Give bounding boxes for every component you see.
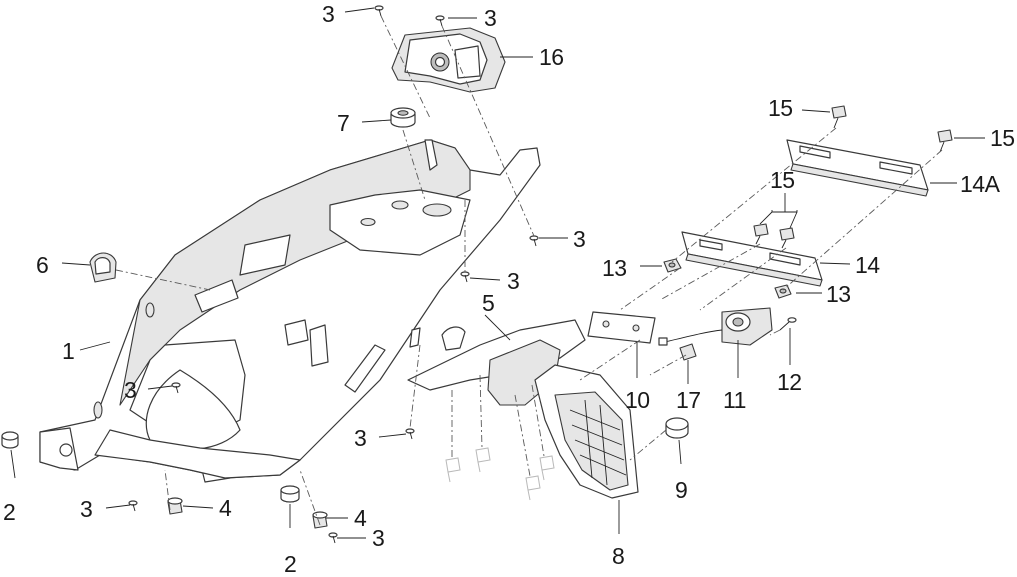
- callout-11: 11: [723, 387, 746, 413]
- part-12-screw: [779, 317, 797, 331]
- callout-12: 12: [777, 369, 802, 395]
- callout-3-top-right: 3: [484, 5, 496, 31]
- callout-labels: 3 3 16 7 15 15 14A 15 3 6 13 14 3 13 5 1…: [3, 1, 1015, 577]
- callout-3-right: 3: [573, 226, 585, 252]
- part-4-fastener-left: [167, 497, 183, 515]
- part-11-plate-light: [658, 307, 773, 346]
- bolt-mid-left: [753, 223, 769, 245]
- callout-17: 17: [676, 387, 701, 413]
- part-14a-bracket: [786, 139, 929, 197]
- part-3-screws: [128, 5, 539, 544]
- callout-8: 8: [612, 543, 624, 569]
- screw-top-right: [435, 15, 445, 27]
- callout-3-inner-left: 3: [124, 377, 136, 403]
- screw-bottom-left: [128, 500, 138, 512]
- callout-7: 7: [337, 110, 349, 136]
- screw-right-mid: [529, 235, 539, 247]
- part-10-plate: [587, 311, 656, 344]
- bolt-upper-center: [831, 105, 847, 129]
- callout-10: 10: [625, 387, 650, 413]
- bolt-mid-right: [779, 227, 795, 249]
- callout-6: 6: [36, 252, 48, 278]
- callout-9: 9: [675, 477, 687, 503]
- callout-16: 16: [539, 44, 564, 70]
- part-1-rear-fender: [39, 139, 541, 483]
- part-9-bumper: [665, 417, 689, 439]
- part-13-nut-right: [774, 284, 792, 299]
- callout-15-upper-center: 15: [768, 95, 793, 121]
- bolt-upper-right: [937, 129, 953, 153]
- callout-14a: 14A: [960, 171, 1001, 197]
- part-16-tail-light: [391, 27, 506, 93]
- callout-2-right: 2: [284, 551, 296, 577]
- callout-13-right: 13: [826, 281, 851, 307]
- screw-lower-center: [405, 428, 415, 440]
- callout-3-bottom-left: 3: [80, 496, 92, 522]
- part-4-fastener-right: [312, 511, 328, 529]
- callout-1: 1: [62, 338, 74, 364]
- part-2-washer-right: [280, 485, 300, 503]
- assembly-lines: [115, 15, 943, 526]
- part-14-bracket: [681, 231, 823, 287]
- part-6-clip: [89, 252, 117, 283]
- screw-center: [460, 271, 470, 283]
- callout-5: 5: [482, 290, 494, 316]
- part-7-grommet: [390, 107, 416, 128]
- callout-15-upper-right: 15: [990, 125, 1015, 151]
- callout-14: 14: [855, 252, 880, 278]
- callout-13-left: 13: [602, 255, 627, 281]
- plate-holder-grid: [569, 399, 627, 486]
- part-13-nut-left: [663, 258, 682, 273]
- callout-3-center: 3: [507, 268, 519, 294]
- part-2-washer-left: [1, 431, 19, 449]
- screw-top-left: [374, 5, 384, 17]
- part-17-clip: [679, 343, 697, 361]
- callout-4-right: 4: [354, 505, 367, 531]
- callout-15-middle: 15: [770, 167, 795, 193]
- callout-3-lower-center: 3: [354, 425, 366, 451]
- screw-bottom-right: [328, 532, 338, 544]
- callout-3-top-left: 3: [322, 1, 334, 27]
- hidden-fasteners: [445, 447, 555, 501]
- part-15-bolts: [753, 105, 953, 249]
- screw-inner-left: [171, 382, 181, 394]
- callout-4-left: 4: [219, 495, 232, 521]
- callout-2-left: 2: [3, 499, 15, 525]
- callout-3-bottom-right: 3: [372, 525, 384, 551]
- leader-lines: [10, 7, 985, 539]
- part-8-plate-holder: [534, 364, 639, 499]
